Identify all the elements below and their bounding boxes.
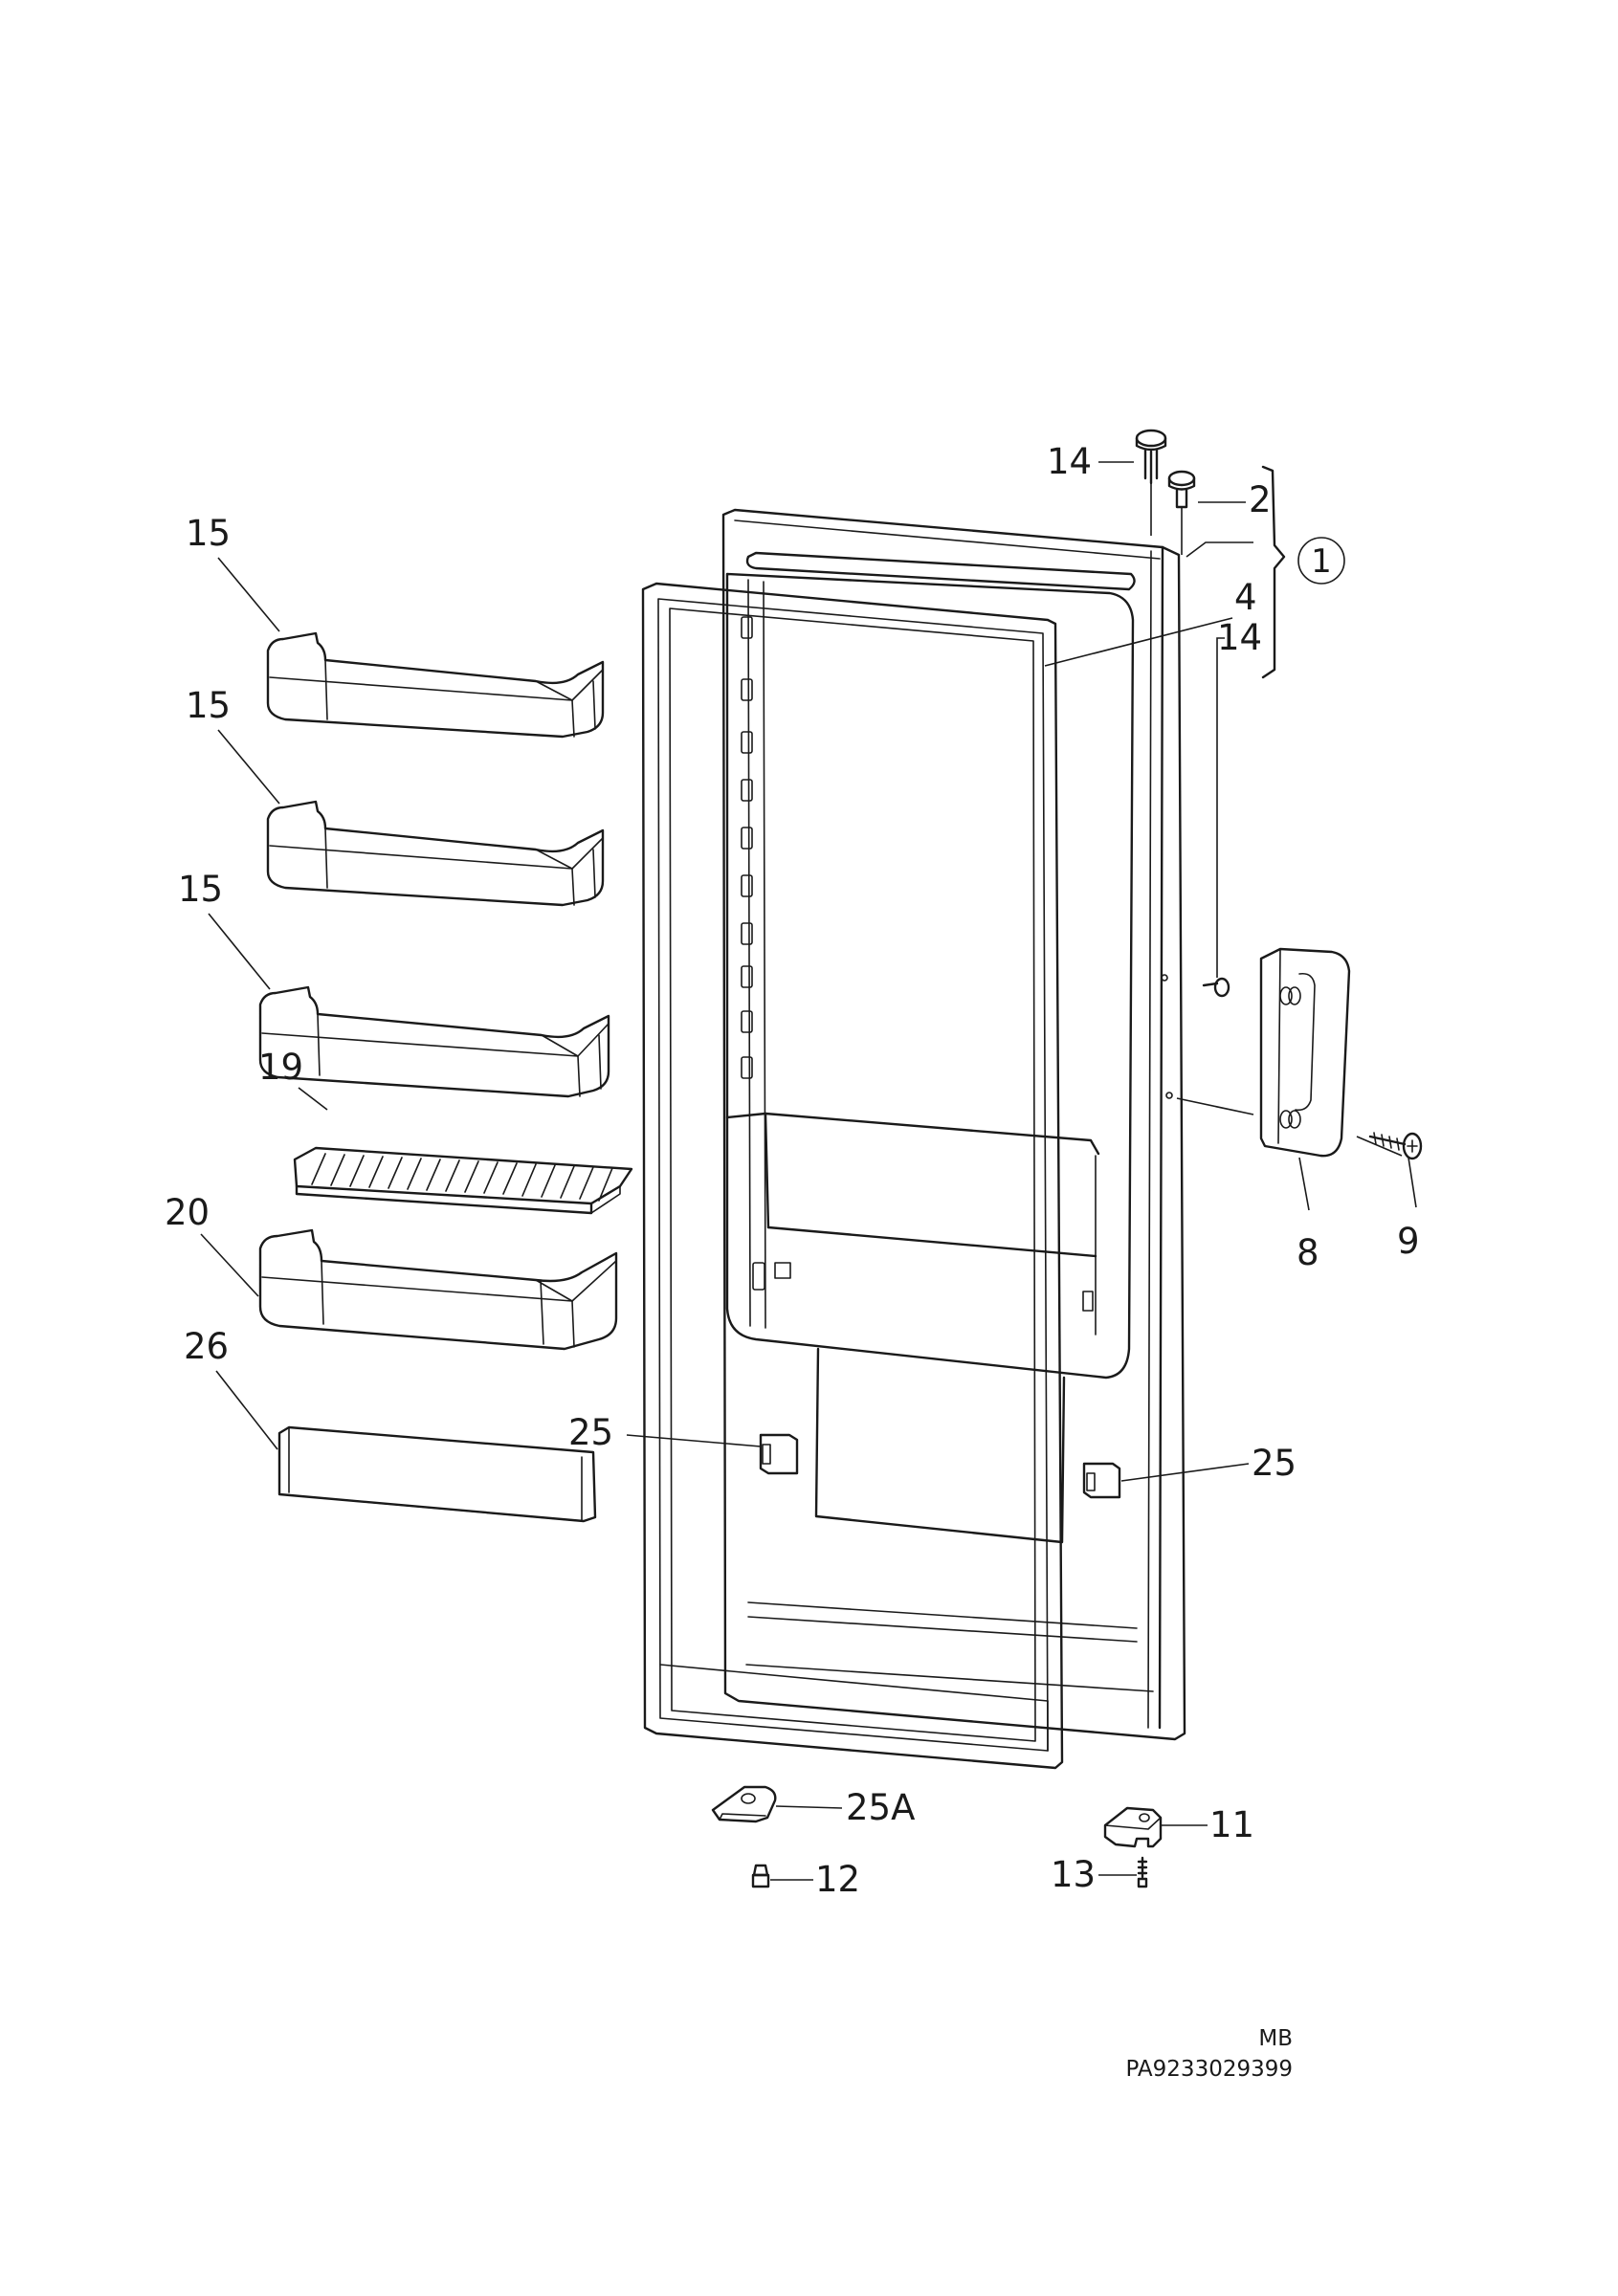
door-panel — [721, 508, 1186, 1741]
callout-1: 1 — [1311, 542, 1332, 581]
hinge-pin-14-top — [1135, 429, 1167, 485]
callout-15-bottom: 15 — [178, 869, 223, 910]
hinge-cover-25A — [711, 1785, 777, 1823]
bracket-25-right — [1082, 1462, 1121, 1499]
leader-lines — [200, 461, 1417, 1881]
assembly-brace — [1261, 465, 1286, 679]
callout-13: 13 — [1051, 1854, 1096, 1895]
door-handle — [1259, 947, 1351, 1158]
callout-25-right: 25 — [1252, 1443, 1297, 1484]
door-bin-15-middle — [266, 800, 605, 907]
screw-14-side — [1202, 977, 1230, 998]
callout-14-top: 14 — [1047, 441, 1092, 482]
drawing-part-number: PA9233029399 — [1125, 2057, 1293, 2082]
screw-9 — [1368, 1132, 1423, 1160]
callout-15-middle: 15 — [186, 685, 231, 726]
callout-19: 19 — [258, 1047, 303, 1088]
callout-12: 12 — [815, 1859, 860, 1900]
callout-11: 11 — [1209, 1804, 1254, 1845]
callout-2: 2 — [1249, 479, 1272, 520]
callout-26: 26 — [184, 1326, 229, 1367]
shelf-slots — [741, 616, 753, 1079]
callout-9: 9 — [1397, 1221, 1420, 1262]
drawing-code: MB — [1258, 2026, 1293, 2051]
callout-25-left: 25 — [568, 1412, 613, 1453]
callout-25A: 25A — [846, 1787, 915, 1828]
callout-15-top: 15 — [186, 513, 231, 554]
callout-labels: 1 2 4 8 9 11 12 13 14 14 15 15 15 19 20 … — [165, 441, 1420, 1900]
screw-12 — [751, 1864, 770, 1888]
door-bin-15-top — [266, 631, 605, 739]
bracket-25-left — [759, 1433, 799, 1475]
callout-20: 20 — [165, 1192, 210, 1233]
callout-14-side: 14 — [1217, 617, 1262, 658]
door-gasket — [641, 582, 1064, 1770]
hinge-bushing-2 — [1167, 470, 1196, 509]
screw-13 — [1137, 1856, 1148, 1888]
bin-front-26 — [277, 1425, 597, 1523]
callout-8: 8 — [1297, 1232, 1319, 1273]
hinge-11 — [1103, 1806, 1163, 1848]
bottle-bin-20 — [258, 1228, 618, 1351]
egg-tray-19 — [293, 1146, 633, 1215]
assembly-circle — [1297, 537, 1345, 585]
door-bin-15-bottom — [258, 985, 610, 1098]
callout-4: 4 — [1234, 577, 1257, 618]
